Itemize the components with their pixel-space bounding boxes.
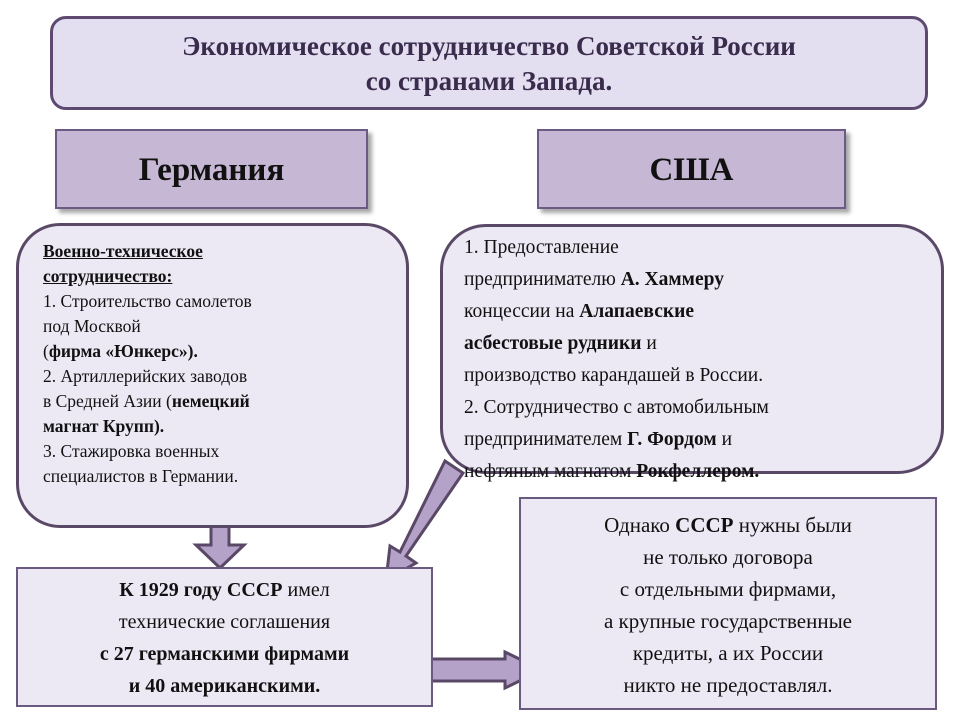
however-line-2: не только договора xyxy=(643,545,813,569)
diagram-title: Экономическое сотрудничество Советской Р… xyxy=(50,16,928,110)
usa-line-7: предпринимателем Г. Фордом и xyxy=(464,429,733,450)
germany-heading-2: сотрудничество: xyxy=(43,266,173,286)
germany-line-7: 3. Стажировка военных xyxy=(43,441,220,461)
usa-line-3: концессии на Алапаевские xyxy=(464,301,694,322)
result-line-2: технические соглашения xyxy=(118,611,331,633)
however-line-5: кредиты, а их России xyxy=(632,641,824,665)
usa-header: США xyxy=(537,129,846,209)
title-line-1: Экономическое сотрудничество Советской Р… xyxy=(182,31,796,61)
germany-line-5: в Средней Азии (немецкий xyxy=(43,391,250,411)
usa-line-2: предпринимателю А. Хаммеру xyxy=(464,269,724,290)
usa-line-6: 2. Сотрудничество с автомобильным xyxy=(464,397,769,418)
germany-line-8: специалистов в Германии. xyxy=(43,466,239,486)
usa-line-1: 1. Предоставление xyxy=(464,237,619,258)
usa-cooperation-box: 1. Предоставление предпринимателю А. Хам… xyxy=(440,224,944,482)
however-line-1: Однако СССР нужны были xyxy=(604,513,852,537)
however-line-3: с отдельными фирмами, xyxy=(619,577,837,601)
usa-line-5: производство карандашей в России. xyxy=(464,365,764,386)
germany-header: Германия xyxy=(55,129,368,209)
germany-cooperation-box: Военно-техническое сотрудничество: 1. Ст… xyxy=(16,223,409,528)
usa-line-4: асбестовые рудники и xyxy=(464,333,657,354)
result-line-1: К 1929 году СССР имел xyxy=(119,579,330,601)
however-box: Однако СССР нужны были не только договор… xyxy=(519,497,937,710)
usa-line-8: нефтяным магнатом Рокфеллером. xyxy=(464,461,760,482)
germany-line-4: 2. Артиллерийских заводов xyxy=(43,366,248,386)
germany-line-3: (фирма «Юнкерс»). xyxy=(43,341,198,361)
germany-line-1: 1. Строительство самолетов xyxy=(43,291,252,311)
germany-line-2: под Москвой xyxy=(43,316,141,336)
however-line-6: никто не предоставлял. xyxy=(623,673,833,697)
result-box: К 1929 году СССР имел технические соглаш… xyxy=(16,567,433,707)
germany-line-6: магнат Крупп). xyxy=(43,416,165,436)
germany-heading-1: Военно-техническое xyxy=(43,241,203,261)
result-line-4: и 40 американскими. xyxy=(128,675,321,697)
title-line-2: со странами Запада. xyxy=(365,66,613,96)
result-line-3: с 27 германскими фирмами xyxy=(99,643,350,665)
however-line-4: а крупные государственные xyxy=(603,609,852,633)
